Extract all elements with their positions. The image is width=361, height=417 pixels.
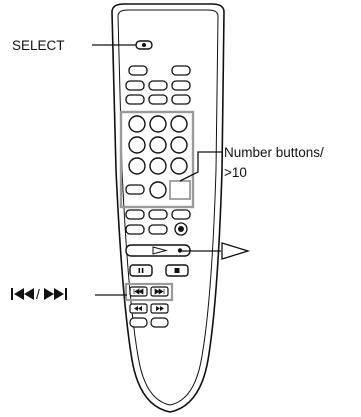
skip-symbol-slash: /	[36, 286, 40, 302]
number-button[interactable]	[128, 157, 146, 175]
button-row3-mid[interactable]	[148, 94, 168, 105]
fast-forward-button[interactable]	[150, 303, 169, 314]
button-row3-left[interactable]	[125, 94, 145, 105]
select-switch[interactable]	[135, 40, 153, 50]
previous-track-button[interactable]	[129, 286, 148, 297]
play-button[interactable]	[125, 244, 191, 257]
number-button[interactable]	[128, 115, 146, 133]
button-row2-right[interactable]	[171, 80, 191, 91]
top-buttons	[125, 65, 191, 105]
mid-buttons	[125, 209, 191, 236]
number-button[interactable]	[170, 115, 188, 133]
button-mid2-mid[interactable]	[148, 224, 168, 235]
record-button-dot	[178, 226, 184, 232]
button-top-left[interactable]	[128, 65, 148, 76]
button-row3-right[interactable]	[171, 94, 191, 105]
number-buttons-group	[119, 110, 195, 209]
number-buttons-label-line2: >10	[224, 165, 247, 180]
number-button[interactable]	[149, 157, 167, 175]
button-mid2-left[interactable]	[125, 224, 145, 235]
next-track-button[interactable]	[150, 286, 169, 297]
next-track-icon	[154, 288, 165, 295]
button-row2-mid[interactable]	[148, 80, 168, 91]
number-button[interactable]	[170, 157, 188, 175]
skip-symbol-label: /	[11, 286, 67, 302]
button-mid1-mid[interactable]	[148, 209, 168, 220]
button-bottom-right[interactable]	[150, 317, 169, 328]
button-top-right[interactable]	[171, 65, 191, 76]
button-bottom-left[interactable]	[129, 317, 148, 328]
previous-track-icon	[133, 288, 144, 295]
track-skip-frame	[124, 282, 174, 302]
pause-button[interactable]	[129, 264, 153, 277]
number-button[interactable]	[149, 136, 167, 154]
previous-track-symbol	[11, 288, 34, 300]
play-button-dot	[177, 248, 183, 253]
clear-button[interactable]	[125, 184, 145, 195]
fast-forward-icon	[156, 306, 164, 311]
number-button[interactable]	[149, 115, 167, 133]
track-skip-group	[124, 282, 174, 302]
number-button-zero[interactable]	[149, 181, 167, 199]
number-leader-line	[179, 151, 222, 182]
button-row2-left[interactable]	[125, 80, 145, 91]
pause-icon	[138, 268, 141, 273]
number-buttons-label-line1: Number buttons/	[224, 145, 324, 160]
select-switch-knob	[142, 43, 146, 47]
pause-icon-bar2	[141, 268, 144, 273]
pause-button-body[interactable]	[129, 264, 153, 277]
play-symbol-label	[221, 242, 251, 260]
number-button[interactable]	[170, 136, 188, 154]
button-mid1-right[interactable]	[171, 209, 191, 220]
rewind-icon	[134, 306, 142, 311]
number-buttons-frame	[119, 110, 195, 209]
stop-icon	[174, 268, 180, 273]
rewind-button[interactable]	[129, 303, 148, 314]
select-label: SELECT	[12, 38, 65, 53]
stop-button[interactable]	[165, 264, 189, 277]
next-track-symbol	[44, 288, 67, 300]
number-button[interactable]	[128, 136, 146, 154]
play-triangle-icon	[152, 246, 168, 255]
button-mid1-left[interactable]	[125, 209, 145, 220]
